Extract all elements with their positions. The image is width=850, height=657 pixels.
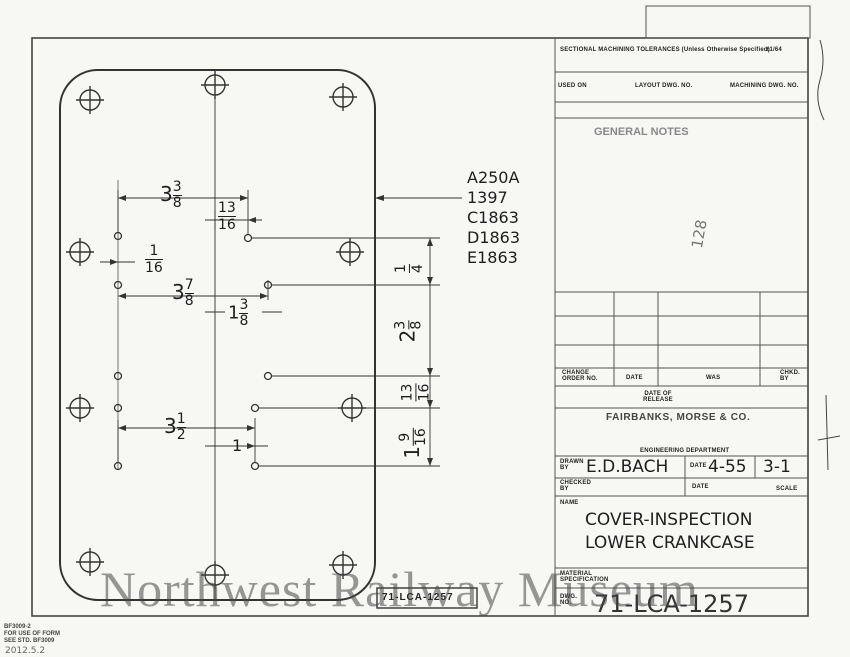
part-number: C1863 <box>467 208 519 227</box>
part-name-line2: LOWER CRANKCASE <box>585 533 755 553</box>
checked-by-label: CHECKED BY <box>560 480 592 492</box>
drawing-stamp: 71-LCA-1257 <box>382 592 454 603</box>
date-label: DATE <box>690 463 707 469</box>
was-label: WAS <box>706 375 721 381</box>
part-number-list: A250A 1397 C1863 D1863 E1863 <box>467 168 520 268</box>
stamp-box <box>376 587 478 609</box>
department-label: ENGINEERING DEPARTMENT <box>640 448 730 454</box>
top-tab <box>645 5 811 39</box>
drawing-border <box>31 37 809 617</box>
scale-label: SCALE <box>776 486 798 492</box>
dwg-no-label: DWG. NO. <box>560 594 578 606</box>
tolerances-header: SECTIONAL MACHINING TOLERANCES (Unless O… <box>560 47 770 53</box>
museum-watermark: Northwest Railway Museum <box>100 561 699 617</box>
dimension-arrows <box>110 195 433 466</box>
machining-dwg-label: MACHINING DWG. NO. <box>730 83 799 89</box>
company-name: FAIRBANKS, MORSE & CO. <box>606 412 751 423</box>
part-number: 1397 <box>467 188 508 207</box>
form-note: SEE STD. BF3009 <box>4 638 55 644</box>
used-on-label: USED ON <box>558 83 587 89</box>
name-label: NAME <box>560 500 579 506</box>
part-number: E1863 <box>467 248 518 267</box>
footer-handwritten: 2012.5.2 <box>5 646 46 656</box>
chkd-by-label: CHKD. BY <box>780 370 800 382</box>
dimension-lines <box>100 190 462 467</box>
drawn-by-value: E.D.BACH <box>586 457 669 477</box>
part-number: A250A <box>467 168 520 187</box>
form-number: BF3009-2 <box>4 624 31 630</box>
margin-marks <box>817 39 841 471</box>
part-name-line1: COVER-INSPECTION <box>585 510 753 530</box>
dim-1: 1 <box>232 436 243 455</box>
tolerance-value: ±1/64 <box>766 47 782 53</box>
change-date-label: DATE <box>626 375 643 381</box>
form-note: FOR USE OF FORM <box>4 631 60 637</box>
cover-outline <box>59 69 376 601</box>
small-holes <box>113 231 273 471</box>
material-spec-label: MATERIAL SPECIFICATION <box>560 571 609 583</box>
bolt-holes <box>66 71 366 589</box>
date-of-release-label: DATE OF RELEASE <box>643 391 673 403</box>
general-notes-label: GENERAL NOTES <box>594 126 689 138</box>
dwg-no-value: 71-LCA-1257 <box>594 590 749 618</box>
form-info: BF3009-2 FOR USE OF FORM SEE STD. BF3009 <box>4 624 60 645</box>
drawn-date-value: 4-55 <box>708 457 747 477</box>
part-number: D1863 <box>467 228 521 247</box>
drawn-by-label: DRAWN BY <box>560 459 584 471</box>
layout-dwg-label: LAYOUT DWG. NO. <box>635 83 693 89</box>
scale-value: 3-1 <box>763 457 791 477</box>
title-block-grid <box>554 38 808 616</box>
change-order-label: CHANGE ORDER NO. <box>562 370 598 382</box>
checked-date-label: DATE <box>692 484 709 490</box>
